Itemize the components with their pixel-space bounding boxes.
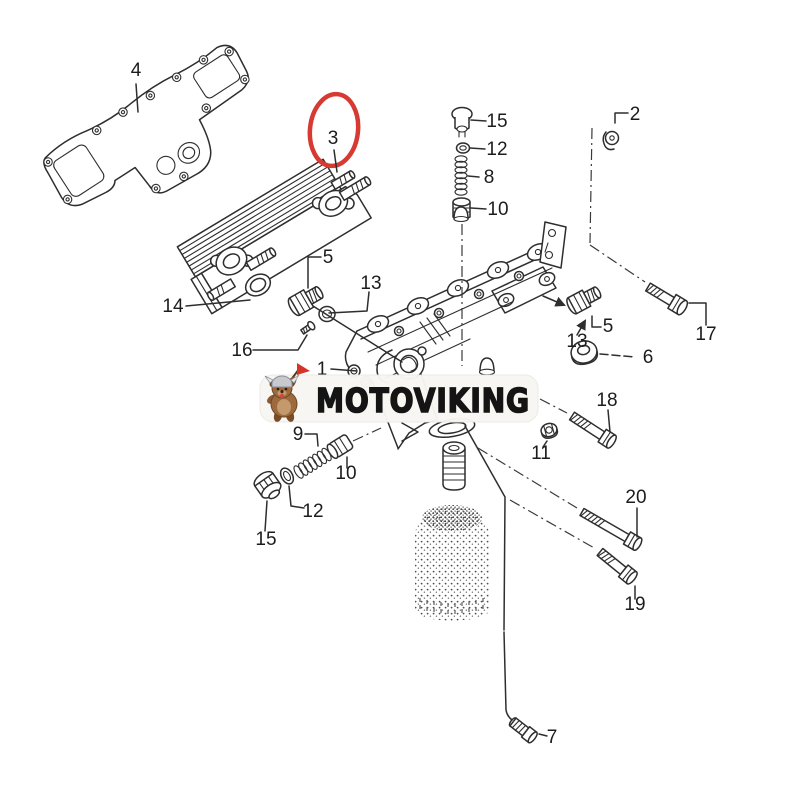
part-16-screw [300,320,316,335]
cooler-stud-upper [338,176,372,201]
part-label-7: 7 [547,727,558,748]
part-3-oil-cooler [176,158,372,315]
part-label-20: 20 [625,487,646,508]
assembly-centerlines [352,127,646,721]
part-label-15-top: 15 [486,111,507,132]
filter-knurl [419,598,484,617]
part-15-plug-top [451,106,473,138]
filter-nipple [442,441,466,491]
part-10-piston-left [326,434,354,460]
part-label-15-left: 15 [255,529,276,550]
valve-stack-left [253,434,354,500]
part-labels: 4 3 15 12 8 10 2 17 5 13 6 5 13 14 16 1 … [131,60,717,748]
part-label-3: 3 [328,128,339,149]
part-label-4: 4 [131,60,142,81]
part-15-plug-left [253,470,282,500]
valve-stack-top [451,106,473,223]
housing-lower-bracket [491,266,557,314]
part-label-8: 8 [484,167,495,188]
brand-name: MOTOVIKING [316,381,530,420]
part-label-11: 11 [531,443,551,464]
oil-filter [415,505,489,621]
part-12-oring-top [455,142,471,154]
part-label-6: 6 [643,347,654,368]
part-label-13-right: 13 [566,331,587,352]
cooler-stud-lower [245,247,277,272]
housing-bell-fitting [478,357,496,376]
part-label-1: 1 [317,359,328,380]
cooler-boss-upper [311,170,372,217]
part-5-plug-right [566,286,602,315]
part-4-gasket [43,44,250,207]
cooler-boss-lower [206,246,277,302]
part-14-oring [244,273,272,297]
part-11-nut [540,422,559,439]
leader-lines [135,83,707,737]
part-8-spring [454,155,468,196]
part-6-grommet [570,340,599,366]
part-17-bolt [644,282,689,316]
part-18-bolt [568,411,617,449]
valve-seat-bell [453,206,469,223]
part-label-19: 19 [624,594,645,615]
part-label-5-right: 5 [603,316,614,337]
part-label-18: 18 [596,390,617,411]
part-1-housing [344,221,567,449]
part-label-5-left: 5 [323,247,334,268]
gasket-bolt-holes [43,46,250,205]
housing-right-flange [539,221,567,269]
part-19-bolt [596,547,638,585]
part-label-10-left: 10 [335,463,356,484]
part-label-9: 9 [293,424,304,445]
highlight-circle-part-3 [307,91,361,169]
part-7-plug [508,717,538,744]
filter-mount [397,417,506,631]
cooler-stud-lower-2 [206,278,236,302]
part-2-clip [602,130,620,151]
viking-dog-mascot-icon [264,363,310,422]
part-label-12-left: 12 [302,501,323,522]
brand-plate [259,374,539,423]
part-5-plug-left [287,285,324,317]
part-label-14: 14 [162,296,184,317]
part-12-oring-left [279,467,295,485]
cooler-stud-upper-2 [330,170,356,191]
part-label-2: 2 [630,104,641,125]
part-label-12-top: 12 [486,139,507,160]
part-label-16: 16 [231,340,252,361]
part-9-spring [293,447,332,479]
part-label-13-left: 13 [360,273,381,294]
part-label-17: 17 [695,324,716,345]
brand-watermark: MOTOVIKING [259,363,539,423]
part-label-10-top: 10 [487,199,508,220]
